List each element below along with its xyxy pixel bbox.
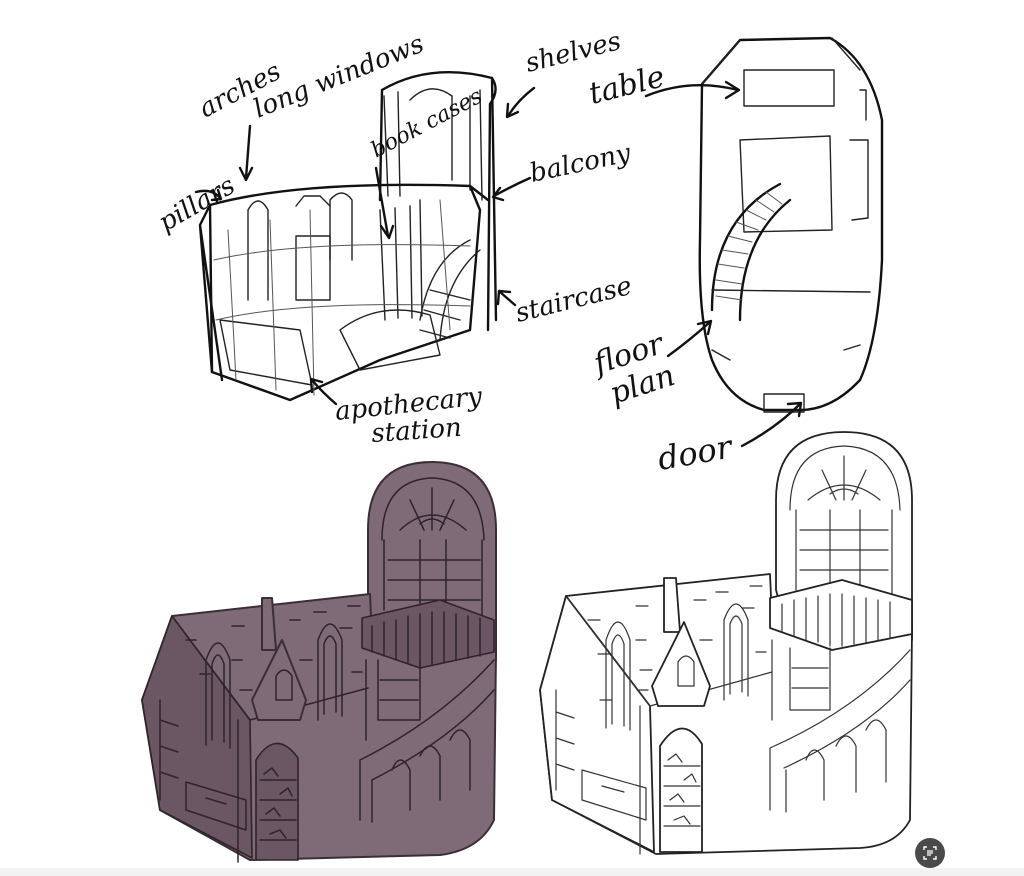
arrow-bookcases xyxy=(374,166,395,240)
arrow-floor-plan xyxy=(666,319,713,358)
floor-plan-annotations: table floor plan door xyxy=(585,59,803,478)
arrow-staircase xyxy=(496,289,517,307)
arrow-balcony xyxy=(491,176,532,202)
arrow-shelves xyxy=(505,86,536,119)
text-scan-icon xyxy=(923,846,937,860)
arrow-long-windows xyxy=(238,124,254,182)
text-scan-button[interactable] xyxy=(915,838,945,868)
lineart-model xyxy=(539,431,913,855)
arrow-door xyxy=(740,401,803,448)
floor-plan-door xyxy=(763,393,805,413)
label-pillars: pillars xyxy=(154,171,241,238)
bottom-scroll-edge xyxy=(0,868,1024,876)
label-balcony: balcony xyxy=(527,138,633,189)
floor-plan-sketch xyxy=(698,36,884,413)
arrow-table xyxy=(644,80,741,100)
sketch-annotations: arches long windows pillars book cases s… xyxy=(154,26,635,449)
arrow-pillars xyxy=(194,188,223,202)
shaded-model xyxy=(141,461,497,863)
arrow-apothecary xyxy=(309,377,338,406)
label-door: door xyxy=(655,427,736,478)
label-station: station xyxy=(370,413,462,449)
label-shelves: shelves xyxy=(522,26,624,79)
rough-perspective-sketch xyxy=(198,70,498,402)
label-staircase: staircase xyxy=(512,271,635,329)
label-table: table xyxy=(585,59,668,111)
floor-plan-table xyxy=(743,69,835,107)
